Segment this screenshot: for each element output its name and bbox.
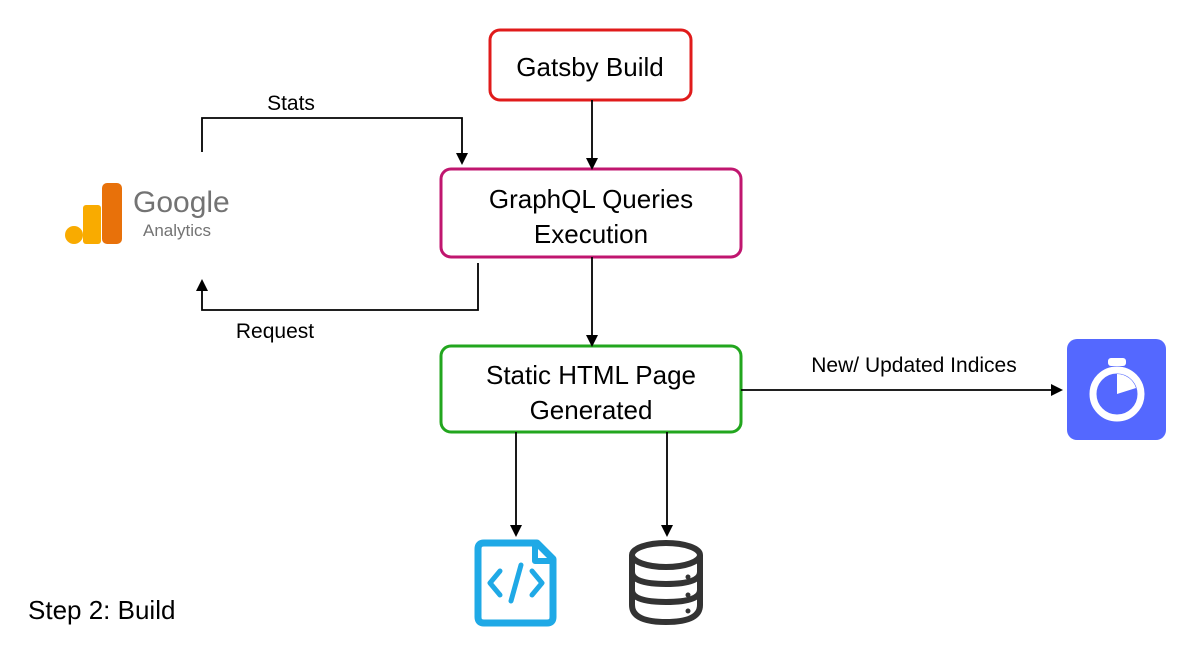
algolia-tile <box>1067 339 1166 440</box>
edges <box>196 100 1063 537</box>
code-bracket-left <box>487 568 503 598</box>
database-light-1 <box>685 574 691 580</box>
static-html-label-line2: Generated <box>530 395 653 425</box>
code-slash <box>508 562 524 604</box>
graphql-label-line2: Execution <box>534 219 648 249</box>
stopwatch-button <box>1108 358 1126 366</box>
database-ring-1 <box>629 571 703 588</box>
gatsby-build-node: Gatsby Build <box>488 28 693 102</box>
request-label: Request <box>236 320 314 343</box>
edge-request <box>196 263 479 311</box>
ga-bar-middle <box>83 205 101 244</box>
analytics-wordmark: Analytics <box>143 221 211 240</box>
edge-stats <box>201 117 468 165</box>
database-ring-2 <box>629 589 703 606</box>
gatsby-build-box <box>488 28 693 102</box>
ga-dot <box>65 226 83 244</box>
database-light-2 <box>685 592 691 598</box>
google-analytics-icon: Google Analytics <box>65 183 230 244</box>
stats-label: Stats <box>267 92 315 115</box>
indices-label: New/ Updated Indices <box>811 354 1016 377</box>
code-bracket-right <box>529 568 545 598</box>
code-file-fold <box>532 542 554 564</box>
static-html-label-line1: Static HTML Page <box>486 360 696 390</box>
gatsby-build-label: Gatsby Build <box>516 52 663 82</box>
graphql-node: GraphQL Queries Execution <box>439 167 743 259</box>
database-icon <box>629 540 703 626</box>
static-html-node: Static HTML Page Generated <box>439 344 743 434</box>
code-file-icon <box>474 539 557 627</box>
stopwatch-hand <box>1117 374 1136 394</box>
stopwatch-ring <box>1089 366 1145 422</box>
algolia-stopwatch-icon <box>1067 339 1166 440</box>
code-file-outline <box>474 539 557 627</box>
database-body <box>629 555 703 626</box>
database-top <box>629 540 703 570</box>
google-wordmark: Google <box>133 186 230 219</box>
graphql-label-line1: GraphQL Queries <box>489 184 693 214</box>
ga-bar-tall <box>102 183 122 244</box>
step-caption: Step 2: Build <box>28 595 175 625</box>
database-light-3 <box>685 608 691 614</box>
